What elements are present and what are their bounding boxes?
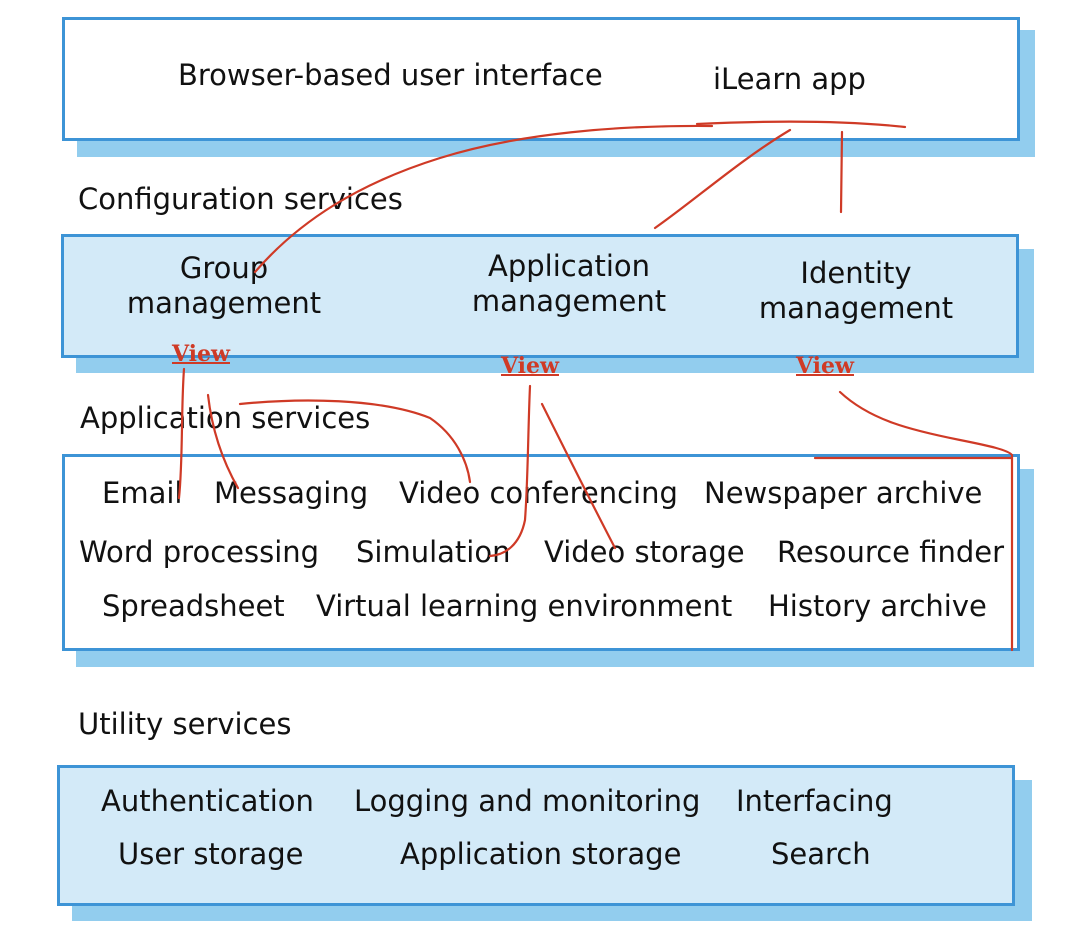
video-storage-item: Video storage — [544, 535, 745, 569]
application-management-text: Application management — [471, 249, 667, 319]
interfacing-item: Interfacing — [736, 784, 893, 818]
word-processing-item: Word processing — [79, 535, 320, 569]
browser-ui-label: Browser-based user interface — [178, 58, 603, 92]
email-item: Email — [102, 476, 183, 510]
view-link-application[interactable]: View — [501, 353, 559, 379]
group-management-text: Group management — [126, 251, 322, 321]
search-item: Search — [771, 837, 871, 871]
ilearn-app-label: iLearn app — [713, 62, 866, 96]
simulation-item: Simulation — [356, 535, 511, 569]
application-management-label: Application management — [472, 249, 666, 320]
utility-services-label: Utility services — [78, 707, 292, 741]
application-services-label: Application services — [80, 401, 371, 435]
newspaper-archive-item: Newspaper archive — [704, 476, 983, 510]
top-layer-box — [62, 17, 1020, 141]
history-archive-item: History archive — [768, 589, 987, 623]
resource-finder-item: Resource finder — [777, 535, 1005, 569]
group-management-label: Group management — [127, 251, 321, 322]
application-storage-item: Application storage — [400, 837, 682, 871]
view-link-group[interactable]: View — [172, 341, 230, 367]
identity-management-text: Identity management — [758, 256, 954, 326]
video-conferencing-item: Video conferencing — [399, 476, 678, 510]
virtual-learning-environment-item: Virtual learning environment — [316, 589, 733, 623]
identity-management-label: Identity management — [759, 256, 953, 327]
view-link-identity[interactable]: View — [796, 353, 854, 379]
messaging-item: Messaging — [214, 476, 369, 510]
authentication-item: Authentication — [101, 784, 314, 818]
utility-layer-box — [57, 765, 1015, 906]
logging-monitoring-item: Logging and monitoring — [354, 784, 701, 818]
configuration-services-label: Configuration services — [78, 182, 403, 216]
spreadsheet-item: Spreadsheet — [102, 589, 285, 623]
user-storage-item: User storage — [118, 837, 304, 871]
